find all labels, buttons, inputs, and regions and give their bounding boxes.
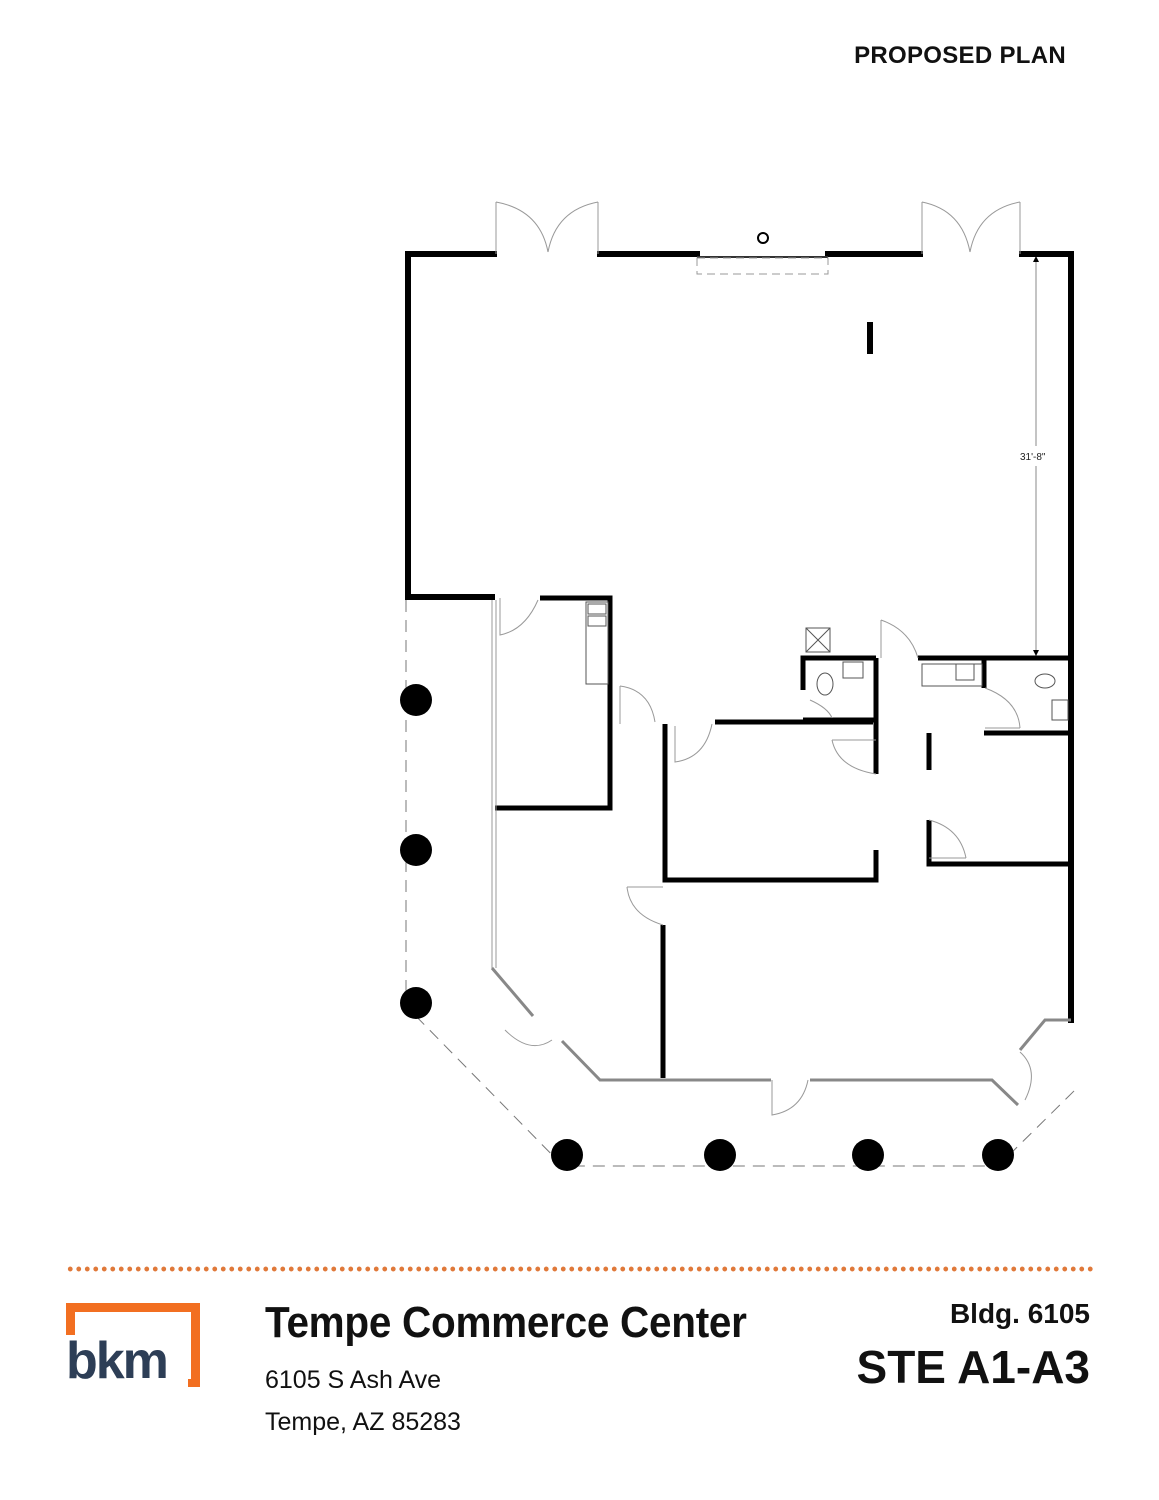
logo-bracket-foot: [188, 1379, 200, 1387]
restroom-fixtures: [805, 627, 1069, 721]
canopy-outline: [696, 257, 829, 275]
double-door-left: [495, 201, 599, 254]
door-swings: [499, 598, 1032, 1116]
column: [400, 834, 432, 866]
column: [852, 1139, 884, 1171]
double-door-right: [921, 201, 1021, 254]
storefront-glass: [490, 967, 1071, 1107]
floor-plan: 31'-8": [400, 201, 1076, 1171]
kitchen-sink: [585, 601, 609, 685]
address-street: 6105 S Ash Ave: [265, 1366, 442, 1394]
address-city: Tempe, AZ 85283: [265, 1408, 461, 1436]
column: [982, 1139, 1014, 1171]
column: [704, 1139, 736, 1171]
interior-window-left: [491, 600, 497, 968]
column: [400, 684, 432, 716]
building-number: Bldg. 6105: [949, 1298, 1090, 1329]
logo-text: bkm: [66, 1332, 169, 1390]
footer-divider: [66, 1266, 1094, 1272]
columns: [400, 684, 1014, 1171]
column: [400, 987, 432, 1019]
plan-title: PROPOSED PLAN: [854, 42, 1066, 69]
suite-number: STE A1-A3: [856, 1341, 1090, 1393]
interior-walls: [495, 595, 1071, 1078]
dimension-line: [1033, 256, 1039, 656]
bkm-logo: bkm: [66, 1303, 206, 1393]
column-marker: [867, 322, 873, 354]
fixture-circle: [757, 232, 769, 244]
dimension-label: 31'-8": [1020, 452, 1046, 463]
exterior-walls: [405, 251, 1074, 1023]
column: [551, 1139, 583, 1171]
property-name: Tempe Commerce Center: [265, 1298, 747, 1347]
